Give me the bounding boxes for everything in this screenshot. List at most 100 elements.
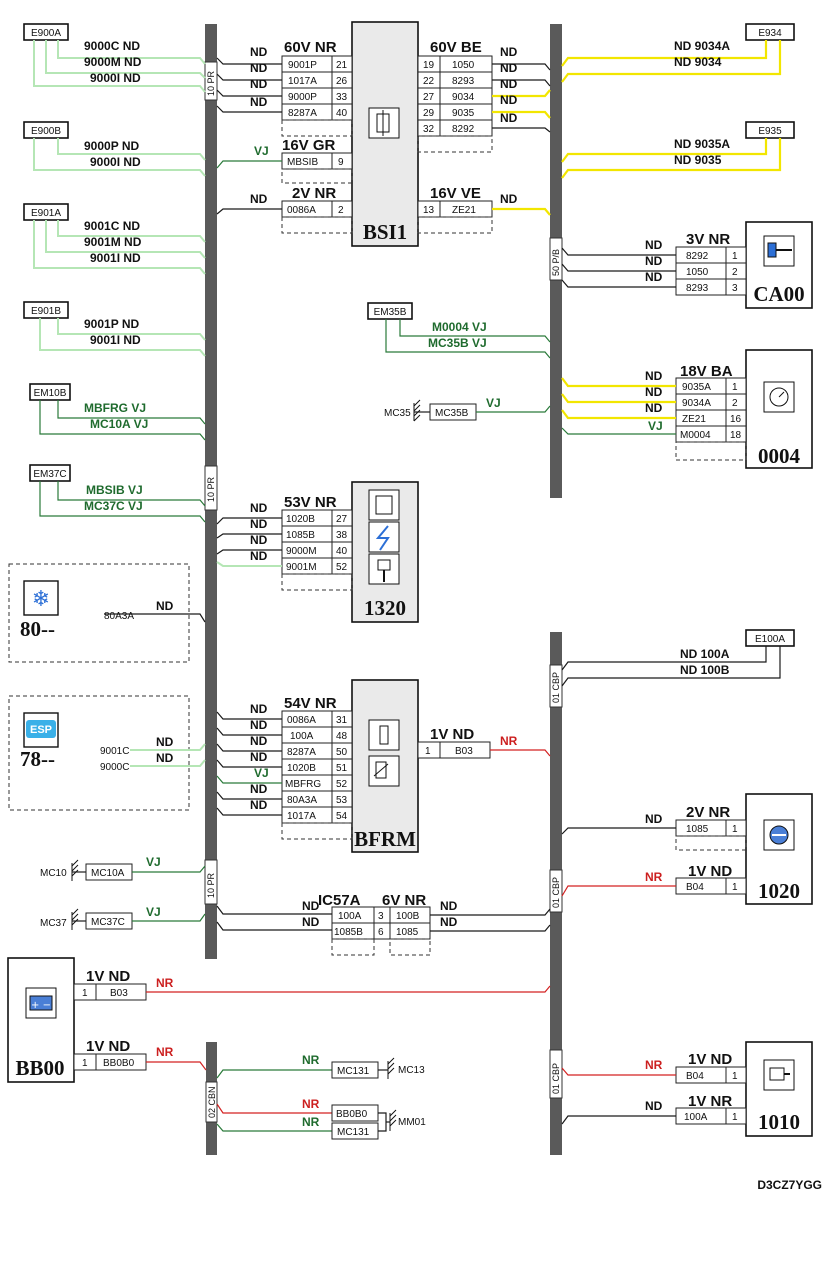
bus-label-right3: 01 CBP [549, 869, 563, 913]
svg-text:52: 52 [336, 562, 348, 573]
svg-text:60V NR: 60V NR [284, 39, 337, 56]
svg-text:ND: ND [645, 1099, 663, 1113]
svg-text:38: 38 [336, 530, 348, 541]
component-78: ESP 78-- 9001C 9000C ND ND [8, 695, 206, 811]
svg-text:ND: ND [500, 111, 518, 125]
svg-text:ND: ND [250, 782, 268, 796]
svg-text:ND: ND [250, 192, 268, 206]
svg-text:ND 9034: ND 9034 [674, 55, 722, 69]
svg-text:ND: ND [500, 45, 518, 59]
svg-text:B04: B04 [686, 1071, 704, 1082]
component-80: ❄ 80-- 80A3A ND [8, 563, 206, 663]
svg-text:9001C ND: 9001C ND [84, 219, 140, 233]
svg-text:ND: ND [645, 401, 663, 415]
svg-text:60V BE: 60V BE [430, 39, 482, 56]
svg-text:NR: NR [500, 734, 518, 748]
svg-text:ND 9035A: ND 9035A [674, 137, 730, 151]
svg-text:MBSIB VJ: MBSIB VJ [86, 483, 143, 497]
svg-text:1085: 1085 [396, 927, 419, 938]
splice-e901b: E901B 9001P ND 9001I ND [23, 301, 206, 357]
svg-text:2: 2 [338, 205, 344, 216]
svg-text:29: 29 [423, 108, 435, 119]
svg-text:NR: NR [302, 1115, 320, 1129]
svg-text:ND: ND [250, 61, 268, 75]
svg-text:MBFRG: MBFRG [285, 779, 321, 790]
svg-text:2V NR: 2V NR [686, 804, 730, 821]
svg-text:40: 40 [336, 546, 348, 557]
component-bb00: + − BB00 1V ND 1 B03 NR 1V ND 1 BB0B0 NR [7, 957, 551, 1083]
bus-label-bottom: 02 CBN [205, 1081, 218, 1123]
svg-text:ND: ND [500, 93, 518, 107]
svg-text:M0004: M0004 [680, 430, 711, 441]
svg-text:B03: B03 [110, 988, 128, 999]
svg-text:ND: ND [156, 599, 174, 613]
svg-text:M0004 VJ: M0004 VJ [432, 320, 487, 334]
svg-text:NR: NR [302, 1053, 320, 1067]
svg-text:9035A: 9035A [682, 382, 711, 393]
svg-text:ND 100B: ND 100B [680, 663, 730, 677]
svg-text:1320: 1320 [364, 596, 406, 620]
svg-text:MBFRG VJ: MBFRG VJ [84, 401, 146, 415]
svg-text:100A: 100A [684, 1112, 708, 1123]
svg-text:8292: 8292 [452, 124, 475, 135]
svg-text:9000I ND: 9000I ND [90, 71, 141, 85]
svg-text:0086A: 0086A [287, 715, 316, 726]
esp-icon: ESP [30, 724, 52, 736]
svg-text:33: 33 [336, 92, 348, 103]
svg-text:ND: ND [250, 533, 268, 547]
svg-text:ND: ND [156, 735, 174, 749]
svg-text:0086A: 0086A [287, 205, 316, 216]
svg-text:1V ND: 1V ND [86, 1038, 130, 1055]
svg-text:MC131: MC131 [337, 1127, 370, 1138]
svg-text:IC57A: IC57A [318, 892, 361, 909]
svg-text:18V BA: 18V BA [680, 363, 733, 380]
svg-text:MC37C: MC37C [91, 917, 125, 928]
bus-label-right4: 01 CBP [549, 1049, 563, 1099]
svg-text:27: 27 [336, 514, 348, 525]
svg-text:31: 31 [336, 715, 348, 726]
bus-label-left1: 10 PR [204, 61, 218, 101]
splice-e901a: E901A 9001C ND 9001M ND 9001I ND [23, 203, 206, 275]
svg-text:50: 50 [336, 747, 348, 758]
svg-text:ND: ND [645, 270, 663, 284]
svg-text:9: 9 [338, 157, 344, 168]
svg-text:01 CBP: 01 CBP [551, 1063, 561, 1094]
svg-text:0004: 0004 [758, 444, 801, 468]
svg-text:53V NR: 53V NR [284, 494, 337, 511]
svg-text:E100A: E100A [755, 634, 785, 645]
svg-text:E901B: E901B [31, 306, 61, 317]
svg-text:ND: ND [250, 702, 268, 716]
svg-text:53: 53 [336, 795, 348, 806]
splice-e934: E934 ND 9034A ND 9034 [561, 23, 795, 83]
svg-text:1017A: 1017A [288, 76, 317, 87]
svg-text:ND: ND [500, 192, 518, 206]
svg-text:B03: B03 [455, 746, 473, 757]
svg-text:1: 1 [732, 882, 738, 893]
svg-text:MC35B: MC35B [435, 408, 469, 419]
svg-text:NR: NR [645, 870, 663, 884]
bus-label-right1: 50 P/B [549, 237, 563, 281]
svg-text:ND: ND [156, 751, 174, 765]
svg-text:BB0B0: BB0B0 [336, 1109, 368, 1120]
svg-text:1: 1 [732, 1071, 738, 1082]
svg-text:9000C ND: 9000C ND [84, 39, 140, 53]
splice-e900b: E900B 9000P ND 9000I ND [23, 121, 206, 177]
svg-text:1: 1 [82, 988, 88, 999]
svg-text:1050: 1050 [686, 267, 709, 278]
svg-text:1020B: 1020B [286, 514, 315, 525]
svg-text:MC131: MC131 [337, 1066, 370, 1077]
svg-text:B04: B04 [686, 882, 704, 893]
svg-text:NR: NR [156, 1045, 174, 1059]
svg-text:E900A: E900A [31, 28, 61, 39]
svg-text:ND 9035: ND 9035 [674, 153, 722, 167]
svg-text:9000I ND: 9000I ND [90, 155, 141, 169]
svg-text:ND: ND [250, 549, 268, 563]
svg-text:NR: NR [302, 1097, 320, 1111]
svg-text:ND: ND [440, 915, 458, 929]
svg-text:100A: 100A [338, 911, 362, 922]
ground-mc37: MC37 MC37C VJ [40, 905, 206, 930]
